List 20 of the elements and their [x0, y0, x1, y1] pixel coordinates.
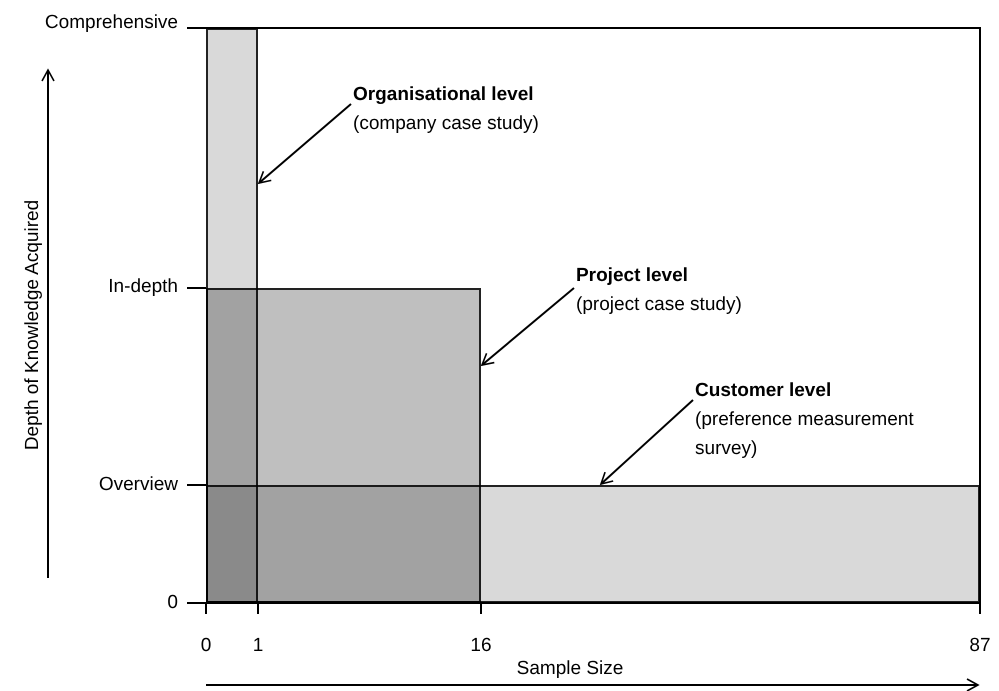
tick-label: 16: [470, 634, 492, 658]
tick-label: 1: [252, 634, 264, 658]
axis-title: Depth of Knowledge Acquired: [20, 200, 44, 450]
level-description: (preference measurement survey): [695, 408, 915, 461]
tick-label: In-depth: [108, 275, 178, 299]
tick-label: 87: [969, 634, 991, 658]
level-description: (company case study): [353, 112, 540, 136]
leader-arrow: [258, 103, 352, 184]
level-area: [206, 485, 980, 603]
axis-title: Sample Size: [516, 657, 624, 681]
tick-label: Overview: [98, 473, 178, 497]
leader-arrow: [600, 399, 694, 485]
leader-arrow: [481, 287, 575, 366]
level-description: (project case study): [576, 293, 743, 317]
tick-label: 0: [167, 591, 178, 615]
level-heading: Project level: [576, 264, 689, 288]
level-heading: Customer level: [695, 379, 832, 403]
level-heading: Organisational level: [353, 83, 535, 107]
tick-label: 0: [200, 634, 212, 658]
tick-label: Comprehensive: [44, 11, 178, 35]
